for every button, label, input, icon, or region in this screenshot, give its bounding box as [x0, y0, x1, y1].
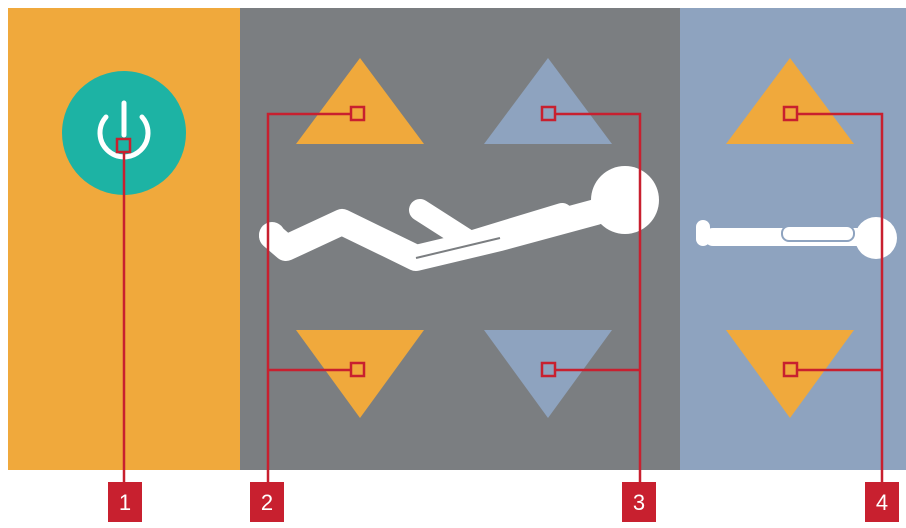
callout-number-4: 4	[876, 490, 888, 515]
callout-number-3: 3	[633, 490, 645, 515]
callout-number-1: 1	[119, 490, 131, 515]
callout-badge-3: 3	[622, 482, 656, 522]
callout-number-2: 2	[261, 490, 273, 515]
callout-badge-4: 4	[865, 482, 899, 522]
callout-badge-1: 1	[108, 482, 142, 522]
callout-badge-2: 2	[250, 482, 284, 522]
